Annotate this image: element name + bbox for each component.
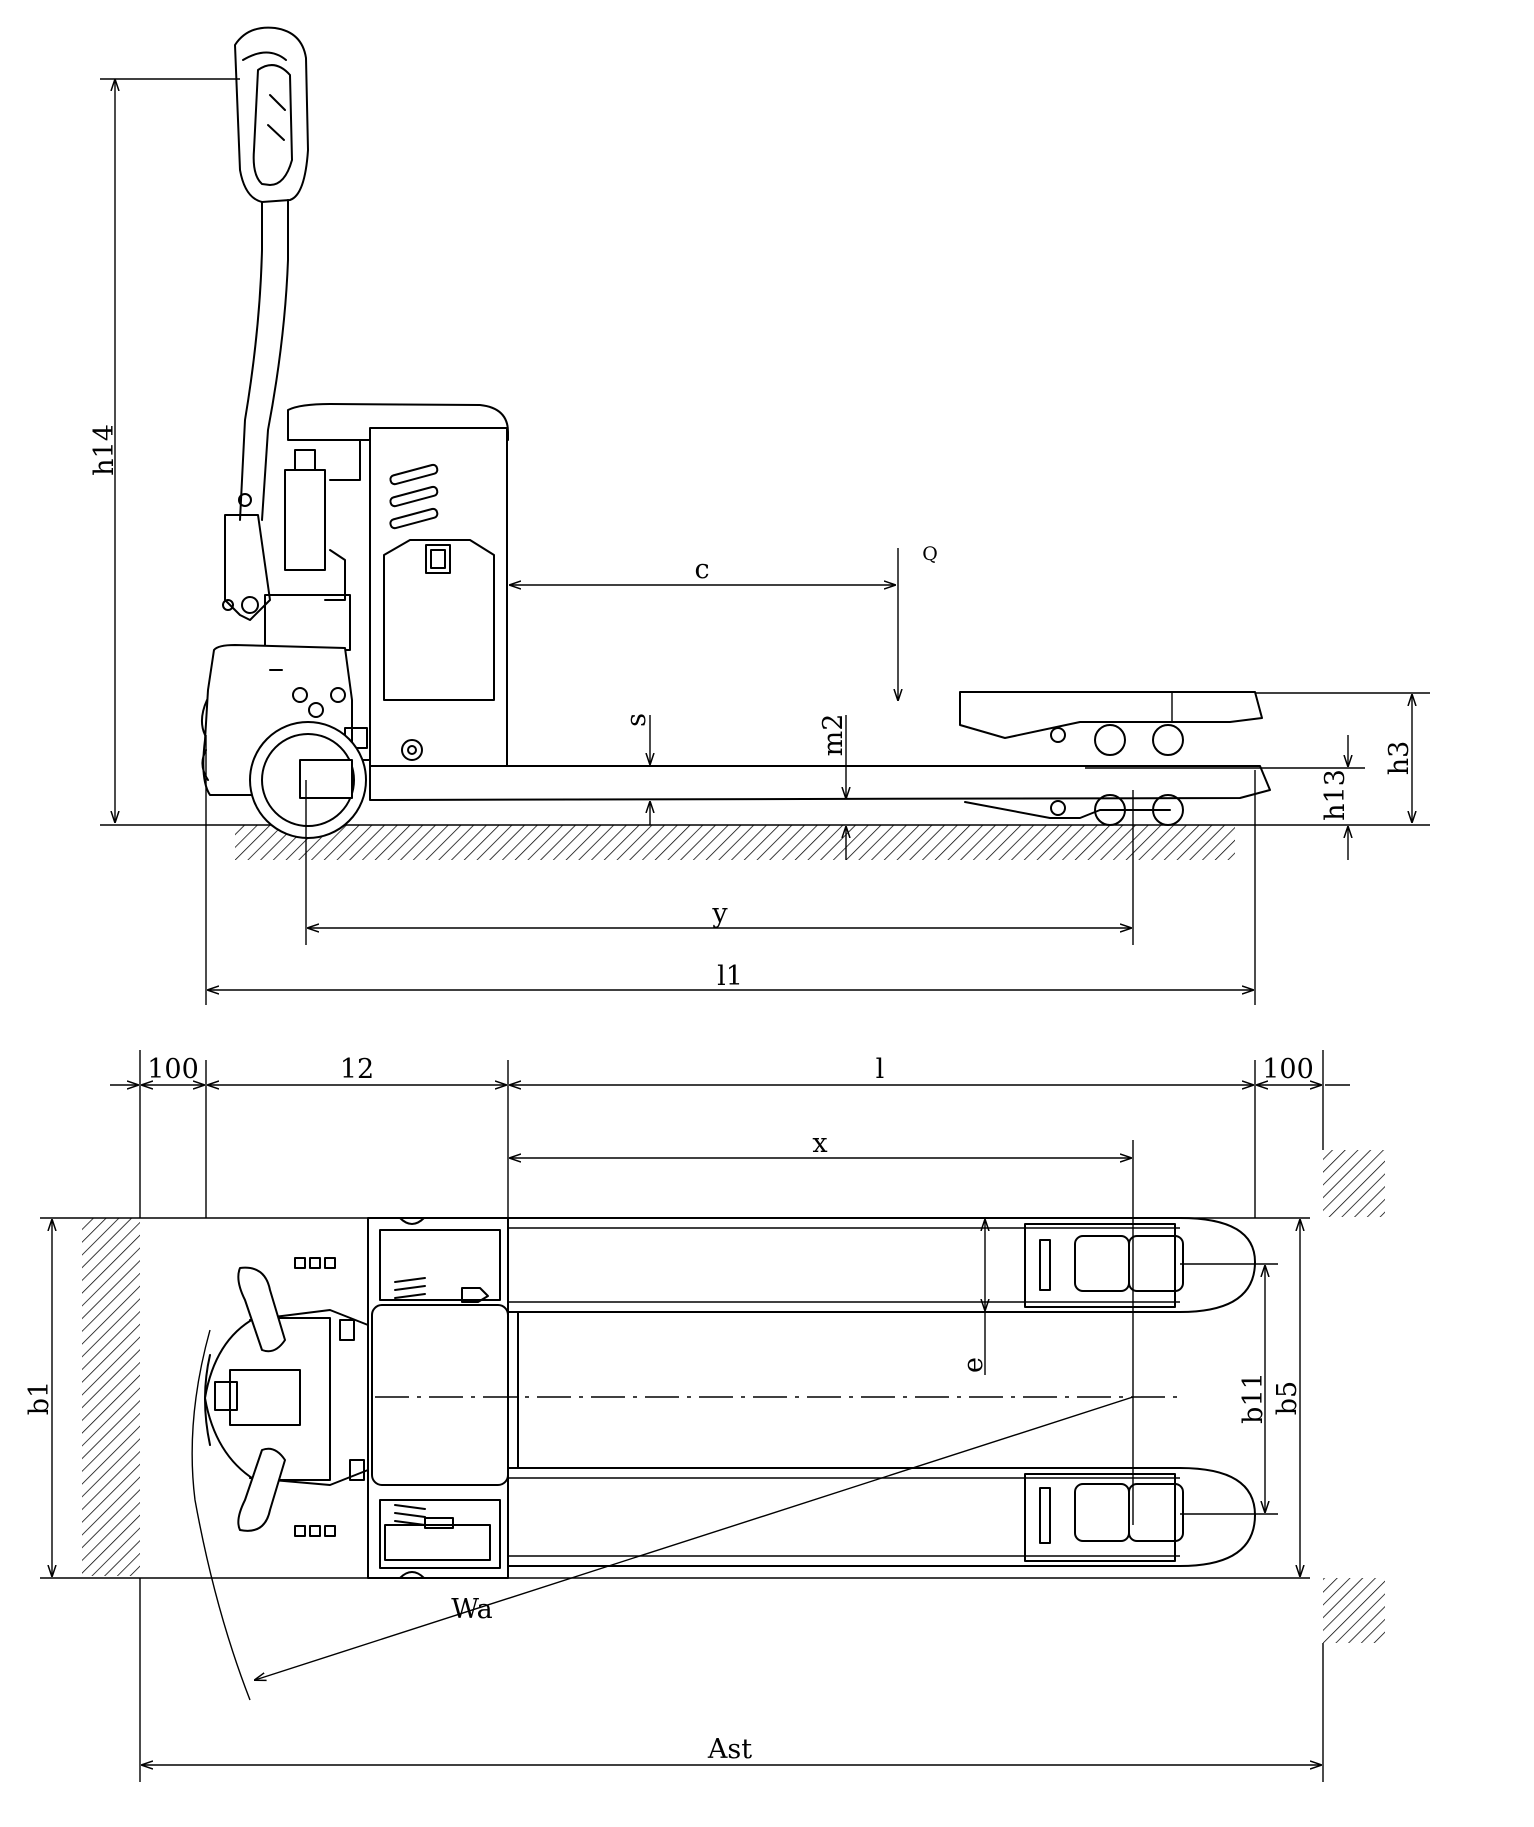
label-b1: b1 (24, 1381, 55, 1415)
label-s: s (621, 713, 652, 727)
side-view: h14 c Q s m2 h13 h3 y l1 (89, 26, 1430, 1005)
label-e: e (958, 1357, 989, 1373)
tiller-handle (222, 26, 309, 621)
label-m2: m2 (818, 714, 849, 757)
top-forks (507, 1217, 1256, 1567)
label-l2: 12 (340, 1054, 374, 1085)
label-Ast: Ast (707, 1734, 752, 1765)
top-chassis (204, 1217, 509, 1579)
label-x: x (812, 1128, 827, 1159)
label-l: l (876, 1054, 885, 1085)
label-l1: l1 (717, 961, 743, 992)
label-h13: h13 (1320, 769, 1351, 821)
right-wall-hatch-top (1323, 1150, 1385, 1217)
label-b11: b11 (1238, 1372, 1269, 1424)
label-c: c (694, 554, 709, 585)
label-h14: h14 (89, 424, 120, 476)
right-wall-hatch-bottom (1323, 1578, 1385, 1643)
label-y: y (711, 898, 728, 929)
label-b5: b5 (1272, 1381, 1303, 1415)
side-forks (369, 691, 1271, 826)
label-h3: h3 (1384, 741, 1415, 776)
label-Wa: Wa (451, 1594, 493, 1625)
top-view: Wa 100 12 l 100 x e b1 b11 (24, 1050, 1385, 1782)
label-Q: Q (922, 543, 938, 565)
truck-body (201, 403, 509, 839)
left-wall-hatch (82, 1218, 140, 1576)
label-clear-right: 100 (1262, 1054, 1314, 1085)
label-clear-left: 100 (147, 1054, 199, 1085)
ground-hatch (235, 825, 1235, 860)
